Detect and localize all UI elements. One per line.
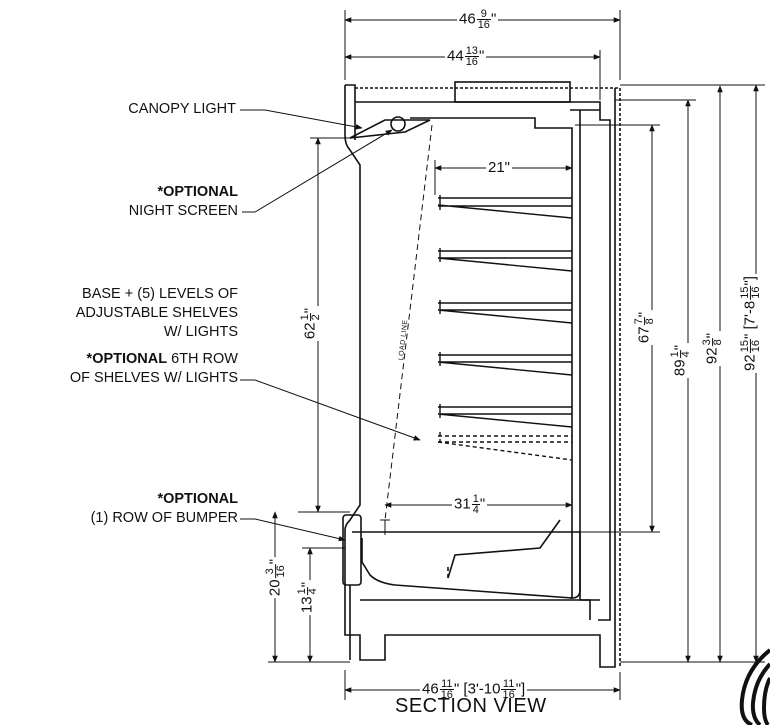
leader-lines xyxy=(240,109,421,542)
shelf-depth-dim: 21" xyxy=(486,159,513,176)
shelves-line-3: W/ LIGHTS xyxy=(163,324,238,340)
shelves-line-1: BASE + (5) LEVELS OF xyxy=(82,286,238,302)
load-line xyxy=(384,124,433,521)
case-outline xyxy=(342,81,621,668)
optional-tag: *OPTIONAL xyxy=(86,351,168,367)
shelves-line-2: ADJUSTABLE SHELVES xyxy=(75,305,238,321)
section-view-title: SECTION VIEW xyxy=(395,695,547,717)
night-screen-label: *OPTIONAL NIGHT SCREEN xyxy=(80,183,238,221)
brand-mark xyxy=(739,648,770,725)
shelves xyxy=(437,195,573,461)
bumper-label: *OPTIONAL (1) ROW OF BUMPER xyxy=(60,490,238,528)
canopy-light-label: CANOPY LIGHT xyxy=(128,101,236,117)
sixth-row-text-2: OF SHELVES W/ LIGHTS xyxy=(69,370,238,386)
dimension-lines xyxy=(268,10,765,700)
optional-tag: *OPTIONAL xyxy=(157,491,238,507)
night-screen-text: NIGHT SCREEN xyxy=(128,203,238,219)
bumper-text: (1) ROW OF BUMPER xyxy=(90,510,238,526)
sixth-row-label: *OPTIONAL 6TH ROW OF SHELVES W/ LIGHTS xyxy=(10,350,238,388)
shelves-label: BASE + (5) LEVELS OF ADJUSTABLE SHELVES … xyxy=(20,285,238,342)
optional-tag: *OPTIONAL xyxy=(157,184,238,200)
sixth-row-text-1: 6TH ROW xyxy=(167,351,238,367)
